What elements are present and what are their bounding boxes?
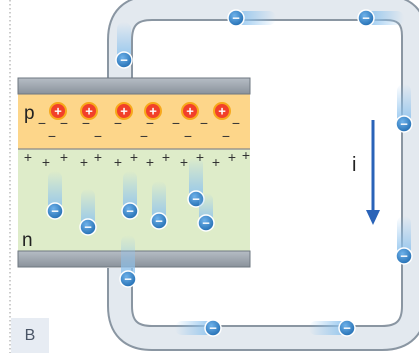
drifting-electron-1: − — [46, 171, 64, 220]
hole-1: + — [49, 102, 67, 120]
fixed-negative-charge: − — [38, 115, 46, 131]
electron-sign: − — [124, 272, 132, 287]
fixed-positive-charge: + — [162, 149, 170, 165]
hole-sign: + — [54, 104, 62, 119]
fixed-positive-charges: + + + + + + + + + + + + + + — [24, 147, 250, 170]
fixed-positive-charge: + — [180, 154, 188, 170]
wire-electron-4: − — [395, 84, 413, 133]
fixed-negative-charge: − — [48, 128, 56, 144]
current-arrow — [366, 120, 380, 225]
electron-sign: − — [400, 249, 408, 264]
wire-electron-3: − — [357, 9, 404, 27]
fixed-positive-charge: + — [146, 154, 154, 170]
electron-sign: − — [209, 321, 217, 336]
drifting-electron-4: − — [150, 181, 168, 230]
hole-sign: + — [85, 104, 93, 119]
fixed-negative-charge: − — [222, 128, 230, 144]
hole-5: + — [181, 102, 199, 120]
fixed-negative-charge: − — [200, 115, 208, 131]
electron-sign: − — [155, 214, 163, 229]
electron-sign: − — [51, 204, 59, 219]
hole-sign: + — [218, 104, 226, 119]
fixed-positive-charge: + — [114, 154, 122, 170]
electron-sign: − — [232, 11, 240, 26]
holes-group: + + + + + + — [49, 102, 231, 120]
electron-sign: − — [362, 11, 370, 26]
electron-sign: − — [400, 117, 408, 132]
drifting-electron-3: − — [121, 171, 139, 220]
external-circuit-wire — [107, 0, 419, 351]
electron-sign: − — [343, 321, 351, 336]
electron-sign: − — [84, 220, 92, 235]
fixed-negative-charge: − — [94, 128, 102, 144]
wire-electrons: −−−−−−− — [115, 9, 413, 337]
fixed-negative-charge: − — [172, 115, 180, 131]
fixed-positive-charge: + — [212, 154, 220, 170]
panel-label: B — [11, 318, 49, 353]
fixed-positive-charge: + — [130, 149, 138, 165]
fixed-positive-charge: + — [94, 149, 102, 165]
drifting-electron-2: − — [79, 189, 97, 236]
fixed-negative-charge: − — [60, 115, 68, 131]
fixed-negative-charge: − — [140, 128, 148, 144]
fixed-negative-charges: −−−−−−−−−−−−− — [38, 115, 240, 144]
drifting-electron-6: − — [197, 193, 215, 232]
fixed-positive-charge: + — [60, 149, 68, 165]
current-label: i — [352, 154, 356, 176]
wire-electron-5: − — [395, 216, 413, 265]
electron-sign: − — [202, 216, 210, 231]
fixed-negative-charge: − — [82, 115, 90, 131]
fixed-positive-charge: + — [242, 147, 250, 163]
fixed-positive-charge: + — [228, 149, 236, 165]
hole-2: + — [80, 102, 98, 120]
fixed-positive-charge: + — [42, 154, 50, 170]
wire-electron-1: − — [115, 22, 133, 69]
electron-sign: − — [192, 192, 200, 207]
electron-sign: − — [126, 204, 134, 219]
hole-sign: + — [186, 104, 194, 119]
wire-electron-6: − — [175, 319, 222, 337]
fixed-negative-charge: − — [232, 115, 240, 131]
electron-sign: − — [120, 53, 128, 68]
fixed-negative-charge: − — [114, 115, 122, 131]
fixed-negative-charge: − — [184, 128, 192, 144]
p-region-label: p — [24, 103, 35, 124]
drifting-electrons: −−−−−−− — [46, 157, 215, 288]
hole-sign: + — [120, 104, 128, 119]
wire-electron-2: − — [227, 9, 276, 27]
hole-4: + — [144, 102, 162, 120]
wire-electron-7: − — [309, 319, 356, 337]
fixed-positive-charge: + — [196, 149, 204, 165]
hole-6: + — [213, 102, 231, 120]
hole-3: + — [115, 102, 133, 120]
top-electrode — [17, 77, 251, 95]
n-region-label: n — [22, 230, 33, 251]
fixed-positive-charge: + — [80, 154, 88, 170]
hole-sign: + — [149, 104, 157, 119]
drifting-electron-7: − — [119, 235, 137, 288]
fixed-positive-charge: + — [24, 149, 32, 165]
fixed-negative-charge: − — [146, 115, 154, 131]
